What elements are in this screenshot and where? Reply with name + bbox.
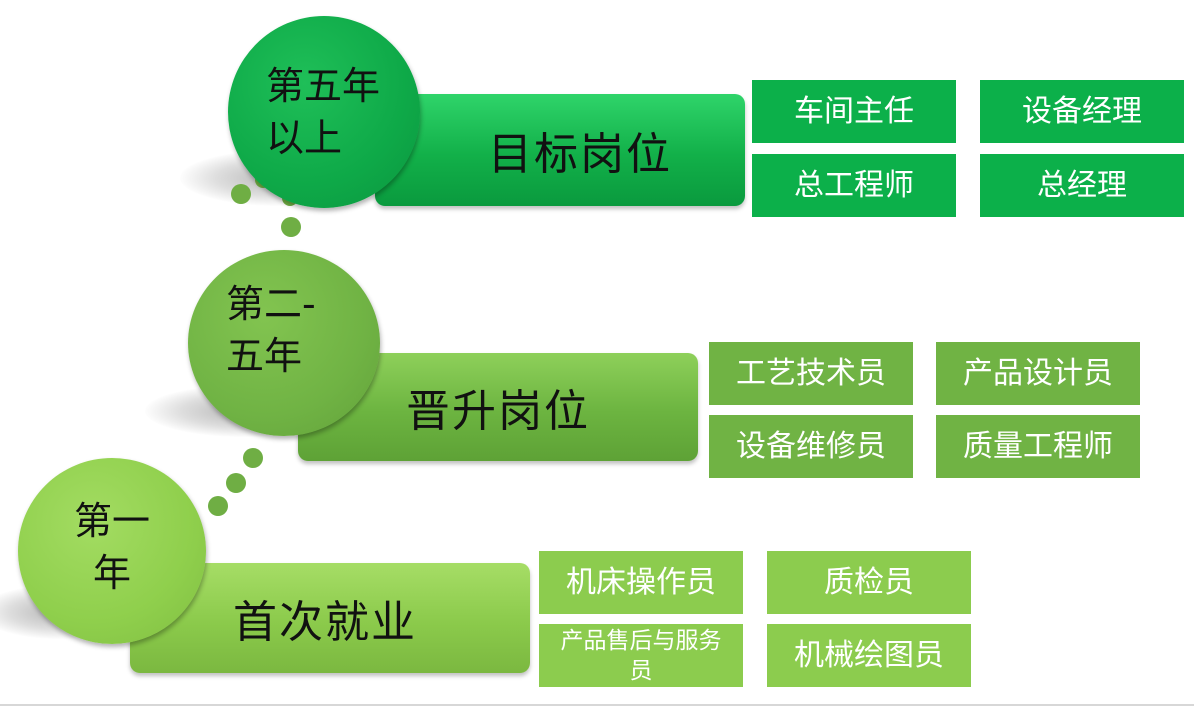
bar-promotion-positions: 晋升岗位 xyxy=(298,353,698,461)
position-mechanical-drafter: 机械绘图员 xyxy=(767,624,971,687)
position-equipment-manager: 设备经理 xyxy=(980,80,1184,143)
bar-label: 晋升岗位 xyxy=(406,386,590,437)
position-quality-engineer: 质量工程师 xyxy=(936,415,1140,478)
circle-label: 第一 年 xyxy=(73,499,150,595)
position-after-sales-service: 产品售后与服务员 xyxy=(539,624,743,687)
position-general-manager: 总经理 xyxy=(980,154,1184,217)
circle-label: 第二- 五年 xyxy=(226,282,316,378)
bar-label: 目标岗位 xyxy=(488,129,672,180)
circle-year-2-5: 第二- 五年 xyxy=(188,250,380,436)
position-chief-engineer: 总工程师 xyxy=(752,154,956,217)
connector-dot xyxy=(281,217,301,237)
position-equipment-maintainer: 设备维修员 xyxy=(709,415,913,478)
circle-year-5-plus: 第五年 以上 xyxy=(228,16,420,208)
connector-dot xyxy=(243,448,263,468)
position-process-technician: 工艺技术员 xyxy=(709,342,913,405)
position-quality-inspector: 质检员 xyxy=(767,551,971,614)
position-product-designer: 产品设计员 xyxy=(936,342,1140,405)
connector-dot xyxy=(226,473,246,493)
bar-label: 首次就业 xyxy=(233,597,417,648)
bar-first-employment: 首次就业 xyxy=(130,563,530,673)
circle-label: 第五年 以上 xyxy=(266,64,381,160)
circle-year-1: 第一 年 xyxy=(18,458,206,644)
bottom-divider xyxy=(0,704,1194,706)
position-workshop-director: 车间主任 xyxy=(752,80,956,143)
connector-dot xyxy=(208,496,228,516)
connector-dot xyxy=(231,184,251,204)
position-machine-operator: 机床操作员 xyxy=(539,551,743,614)
bar-target-positions: 目标岗位 xyxy=(375,94,745,206)
